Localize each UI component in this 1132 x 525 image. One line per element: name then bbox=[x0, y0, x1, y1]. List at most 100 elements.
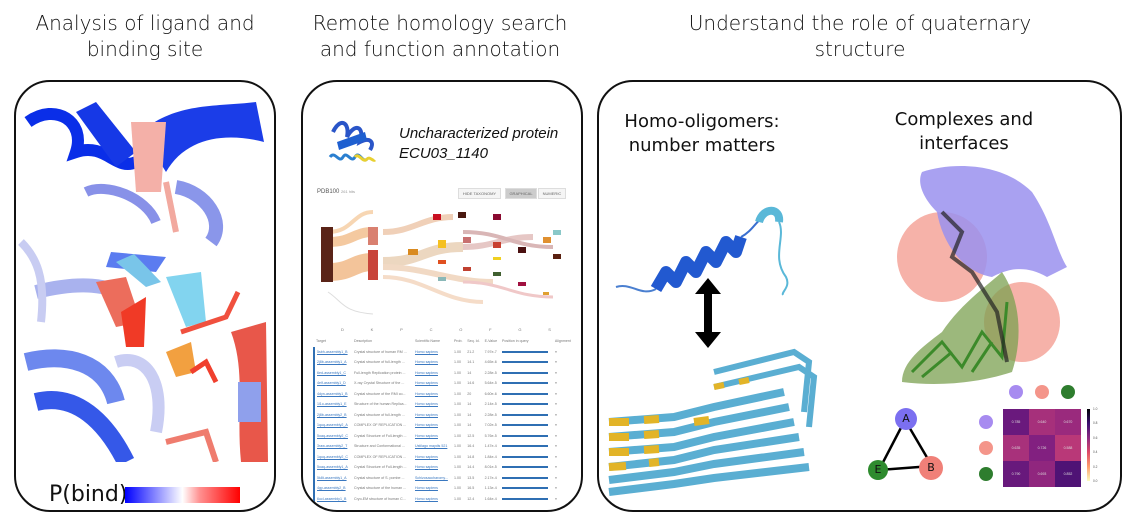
hit-target-link[interactable]: 4dyn-assembly1_B bbox=[317, 391, 348, 396]
hit-scientific-name[interactable]: Homo sapiens bbox=[414, 402, 438, 407]
col-scientific-name[interactable]: Scientific Name bbox=[414, 339, 440, 344]
hit-scientific-name[interactable]: Homo sapiens bbox=[414, 423, 438, 428]
hit-target-link[interactable]: 3raw-assembly2_T bbox=[317, 444, 348, 449]
col-description[interactable]: Description bbox=[354, 339, 372, 344]
alignment-icon[interactable]: ≡ bbox=[554, 465, 557, 470]
complex-title-line1: Complexes and bbox=[894, 109, 1034, 130]
hit-target-link[interactable]: 1quq-assembly2_A bbox=[317, 423, 348, 428]
hit-target-link[interactable]: 5oaq-assembly1_A bbox=[317, 465, 348, 470]
alignment-icon[interactable]: ≡ bbox=[554, 412, 557, 417]
alignment-icon[interactable]: ≡ bbox=[554, 496, 557, 501]
hit-target-link[interactable]: 6ucl-assembly1_B bbox=[317, 496, 347, 501]
table-row[interactable]: 2j8b-assembly2_B Crystal structure of ful… bbox=[314, 410, 574, 421]
hit-evalue: 8.01e-5 bbox=[484, 465, 497, 470]
hit-scientific-name[interactable]: Homo sapiens bbox=[414, 391, 438, 396]
alignment-icon[interactable]: ≡ bbox=[554, 391, 557, 396]
hit-evalue: 1.64e-4 bbox=[484, 496, 497, 501]
hit-scientific-name[interactable]: Schizosaccharomy... bbox=[414, 475, 448, 480]
title-homology: Remote homology search and function anno… bbox=[295, 10, 585, 62]
hit-seqid: 14 bbox=[467, 370, 472, 375]
hit-position-bar bbox=[500, 347, 553, 358]
col-target[interactable]: Target bbox=[316, 339, 326, 344]
hit-target-link[interactable]: 2j8b-assembly1_A bbox=[317, 360, 347, 365]
hit-scientific-name[interactable]: Homo sapiens bbox=[414, 486, 438, 491]
alignment-icon[interactable]: ≡ bbox=[554, 423, 557, 428]
hit-target-link[interactable]: 1quq-assembly2_C bbox=[317, 454, 348, 459]
hit-target-link[interactable]: 5sbh-assembly1_B bbox=[317, 349, 348, 354]
position-bar bbox=[502, 350, 549, 353]
col-evalue[interactable]: E-Value bbox=[484, 339, 498, 344]
table-row[interactable]: 4elf-assembly1_D X-ray Crystal Structure … bbox=[314, 378, 574, 389]
alignment-icon[interactable]: ≡ bbox=[554, 349, 557, 354]
hit-target-link[interactable]: 6ed-assembly1_C bbox=[317, 370, 346, 375]
hit-target-link[interactable]: 5k8t-assembly1_A bbox=[317, 475, 347, 480]
col-alignment[interactable]: Alignment bbox=[554, 339, 571, 344]
hit-position-bar bbox=[500, 357, 553, 368]
hit-target-link[interactable]: 4gy-assembly2_B bbox=[317, 486, 346, 491]
hit-scientific-name[interactable]: Homo sapiens bbox=[414, 370, 438, 375]
hit-target-link[interactable]: 1l1o-assembly1_E bbox=[317, 402, 347, 407]
hit-scientific-name[interactable]: Homo sapiens bbox=[414, 496, 438, 501]
alignment-icon[interactable]: ≡ bbox=[554, 454, 557, 459]
alignment-icon[interactable]: ≡ bbox=[554, 381, 557, 386]
hit-scientific-name[interactable]: Homo sapiens bbox=[414, 465, 438, 470]
heatmap-cell: 0.790 bbox=[1003, 461, 1029, 487]
db-label: PDB100 261 hits bbox=[317, 189, 355, 195]
col-prob[interactable]: Prob. bbox=[453, 339, 463, 344]
alignment-icon[interactable]: ≡ bbox=[554, 402, 557, 407]
graph-node-e-label: E bbox=[874, 463, 882, 476]
heatmap-cell: 0.852 bbox=[1055, 461, 1081, 487]
hit-seqid: 14 bbox=[467, 412, 472, 417]
table-row[interactable]: 2j8b-assembly1_A Crystal structure of ful… bbox=[314, 357, 574, 368]
hit-prob: 1.00 bbox=[453, 391, 461, 396]
numeric-button[interactable]: NUMERIC bbox=[538, 188, 566, 199]
hit-target-link[interactable]: 5oaq-assembly2_C bbox=[317, 433, 348, 438]
position-bar bbox=[502, 497, 549, 500]
hit-description: X-ray Crystal Structure of the ... bbox=[354, 381, 405, 386]
hit-description: Crystal structure of full-length ... bbox=[354, 412, 405, 417]
col-seqid[interactable]: Seq. Id. bbox=[467, 339, 480, 344]
hit-scientific-name[interactable]: Homo sapiens bbox=[414, 349, 438, 354]
alignment-icon[interactable]: ≡ bbox=[554, 433, 557, 438]
title-homology-line1: Remote homology search bbox=[312, 11, 568, 35]
hit-scientific-name[interactable]: Homo sapiens bbox=[414, 381, 438, 386]
protein-name-line1: Uncharacterized protein bbox=[399, 125, 559, 142]
alignment-icon[interactable]: ≡ bbox=[554, 486, 557, 491]
position-bar bbox=[502, 455, 549, 458]
hit-scientific-name[interactable]: Homo sapiens bbox=[414, 360, 438, 365]
colorbar-tick-label: 0.6 bbox=[1093, 435, 1098, 440]
hit-position-bar bbox=[500, 452, 553, 463]
hit-prob: 1.00 bbox=[453, 349, 461, 354]
hit-target-link[interactable]: 2j8b-assembly2_B bbox=[317, 412, 347, 417]
hit-scientific-name[interactable]: Ustilago maydis 521 bbox=[414, 444, 448, 449]
hit-evalue: 2.14e-5 bbox=[484, 402, 497, 407]
alignment-icon[interactable]: ≡ bbox=[554, 444, 557, 449]
hit-seqid: 21.2 bbox=[467, 349, 475, 354]
graphical-button[interactable]: GRAPHICAL bbox=[505, 188, 537, 199]
hit-scientific-name[interactable]: Homo sapiens bbox=[414, 412, 438, 417]
hit-description: Crystal structure of full-length ... bbox=[354, 360, 405, 365]
hit-target-link[interactable]: 4elf-assembly1_D bbox=[317, 381, 346, 386]
title-quaternary-line2: structure bbox=[814, 37, 906, 61]
hit-scientific-name[interactable]: Homo sapiens bbox=[414, 433, 438, 438]
alignment-icon[interactable]: ≡ bbox=[554, 370, 557, 375]
hide-taxonomy-button[interactable]: HIDE TAXONOMY bbox=[458, 188, 501, 199]
alignment-icon[interactable]: ≡ bbox=[554, 360, 557, 365]
hit-scientific-name[interactable]: Homo sapiens bbox=[414, 454, 438, 459]
hit-evalue: 6.60e-6 bbox=[484, 391, 497, 396]
alignment-icon[interactable]: ≡ bbox=[554, 475, 557, 480]
complex-structure bbox=[897, 166, 1067, 384]
col-position[interactable]: Position in query bbox=[502, 339, 529, 344]
